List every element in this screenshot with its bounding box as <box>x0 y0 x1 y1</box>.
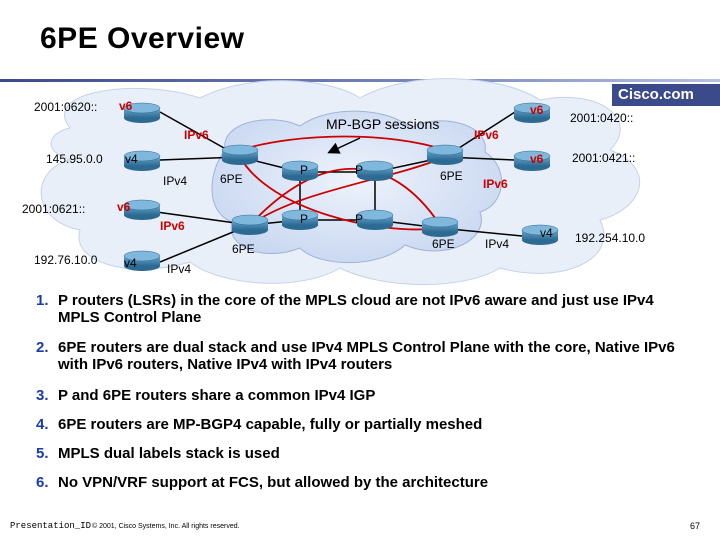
router-edge-2 <box>123 150 161 171</box>
point-text: No VPN/VRF support at FCS, but allowed b… <box>58 474 489 491</box>
point-text: P routers (LSRs) in the core of the MPLS… <box>58 292 654 326</box>
router-label-6pe-4: 6PE <box>432 237 455 251</box>
footer-page-number: 67 <box>690 521 701 531</box>
prefix-right-2: 2001:0421:: <box>572 151 636 165</box>
link-label-6: IPv6 <box>483 177 508 191</box>
point-text: 6PE routers are MP-BGP4 capable, fully o… <box>58 416 483 433</box>
point-3: 3. P and 6PE routers share a common IPv4 … <box>36 387 698 404</box>
prefix-right-1: 2001:0420:: <box>570 111 634 125</box>
tag-edge-6: v6 <box>530 152 544 166</box>
routers <box>123 102 559 271</box>
session-arrow <box>327 137 361 154</box>
tag-edge-4: v4 <box>124 256 137 270</box>
router-6pe-3 <box>426 144 464 165</box>
router-p-2 <box>356 160 394 181</box>
point-6: 6. No VPN/VRF support at FCS, but allowed… <box>36 474 698 491</box>
title-rule <box>0 79 720 82</box>
mpls-core-cloud <box>211 110 502 264</box>
router-edge-3 <box>123 199 161 220</box>
point-number: 5. <box>36 445 49 462</box>
link-label-4: IPv4 <box>167 262 192 276</box>
point-text: P and 6PE routers share a common IPv4 IG… <box>58 387 376 404</box>
tag-edge-1: v6 <box>119 99 133 113</box>
router-6pe-1 <box>221 144 259 165</box>
mp-bgp-sessions <box>239 135 446 231</box>
link-label-7: IPv4 <box>485 237 510 251</box>
point-number: 2. <box>36 339 49 356</box>
prefix-right-3: 192.254.10.0 <box>575 231 646 245</box>
footer-copyright: © 2001, Cisco Systems, Inc. All rights r… <box>92 523 240 530</box>
tag-edge-2: v4 <box>125 152 138 166</box>
point-number: 1. <box>36 292 49 309</box>
router-label-6pe-3: 6PE <box>440 169 463 183</box>
prefix-left-4: 192.76.10.0 <box>34 253 98 267</box>
network-diagram <box>40 78 720 285</box>
link-label-1: IPv6 <box>184 128 209 142</box>
router-label-p-1: P <box>300 163 309 177</box>
cisco-logo: Cisco.com <box>618 86 694 103</box>
router-label-p-2: P <box>355 163 364 177</box>
point-5: 5. MPLS dual labels stack is used <box>36 445 698 462</box>
router-label-p-4: P <box>355 212 364 226</box>
link-label-5: IPv6 <box>474 128 499 142</box>
router-6pe-4 <box>421 216 459 237</box>
point-text: 6PE routers are dual stack and use IPv4 … <box>58 339 675 373</box>
brand-banner <box>612 84 720 106</box>
tag-edge-3: v6 <box>117 200 131 214</box>
prefix-left-2: 145.95.0.0 <box>46 152 103 166</box>
point-number: 3. <box>36 387 49 404</box>
router-edge-6 <box>513 150 551 171</box>
point-1: 1. P routers (LSRs) in the core of the MP… <box>36 292 698 326</box>
point-text: MPLS dual labels stack is used <box>58 445 280 462</box>
router-edge-5 <box>513 102 551 123</box>
mp-bgp-label: MP-BGP sessions <box>326 116 440 132</box>
point-2: 2. 6PE routers are dual stack and use IPv… <box>36 339 698 373</box>
link-label-3: IPv6 <box>160 219 185 233</box>
footer-presentation-id: Presentation_ID <box>10 521 92 531</box>
router-label-p-3: P <box>300 212 309 226</box>
router-p-1 <box>281 160 319 181</box>
router-label-6pe-2: 6PE <box>232 242 255 256</box>
router-6pe-2 <box>231 214 269 235</box>
link-label-2: IPv4 <box>163 174 188 188</box>
tag-edge-7: v4 <box>540 226 553 240</box>
prefix-left-3: 2001:0621:: <box>22 202 86 216</box>
router-edge-4 <box>123 250 161 271</box>
point-4: 4. 6PE routers are MP-BGP4 capable, fully… <box>36 416 698 433</box>
page-title: 6PE Overview <box>40 22 245 55</box>
point-number: 4. <box>36 416 49 433</box>
tag-edge-5: v6 <box>530 103 544 117</box>
prefix-left-1: 2001:0620:: <box>34 100 98 114</box>
router-p-3 <box>281 209 319 230</box>
router-edge-7 <box>521 224 559 245</box>
point-number: 6. <box>36 474 49 491</box>
router-edge-1 <box>123 102 161 123</box>
router-p-4 <box>356 209 394 230</box>
router-label-6pe-1: 6PE <box>220 172 243 186</box>
